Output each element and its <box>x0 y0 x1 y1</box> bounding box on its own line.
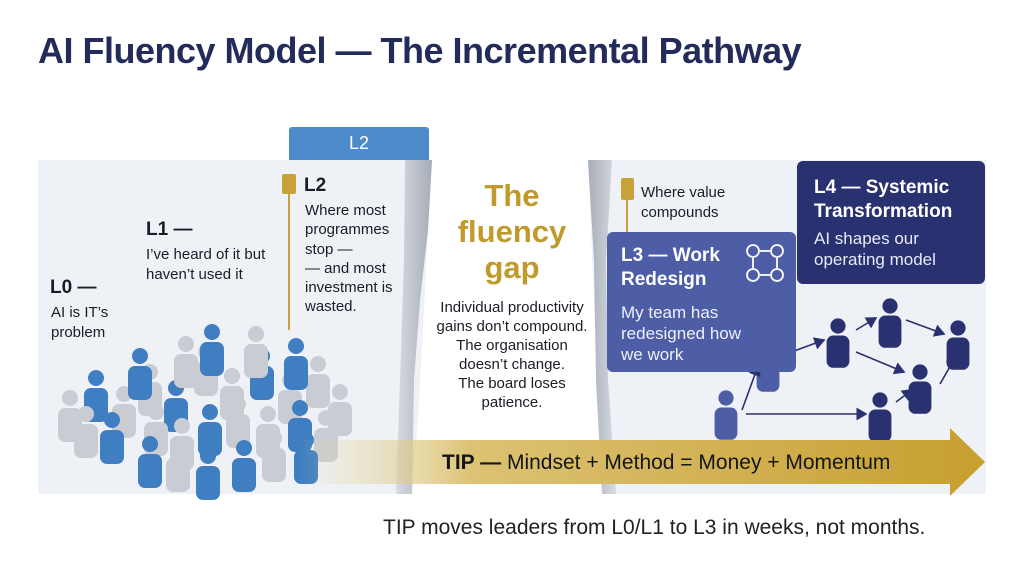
l2-text: Where most programmes stop — — and most … <box>305 201 393 317</box>
value-note-line: compounds <box>641 204 719 221</box>
tip-arrow <box>300 428 985 496</box>
l2-text-line: Where most <box>305 202 386 219</box>
l3-title: L3 — Work Redesign <box>621 244 741 292</box>
person-icon <box>226 396 250 448</box>
gap-text-line: gains don’t compound. <box>436 318 588 335</box>
l3-box: L3 — Work Redesign My team has redesigne… <box>607 232 796 372</box>
person-icon <box>306 356 330 408</box>
gap-text-line: doesn’t change. <box>459 356 565 373</box>
l1-text-line: I’ve heard of it but <box>146 246 266 263</box>
network-link <box>855 317 878 331</box>
l1-text-line: haven’t used it <box>146 266 243 283</box>
network-link <box>939 354 957 385</box>
person-icon <box>284 338 308 390</box>
person-icon <box>868 392 892 442</box>
person-icon <box>714 390 738 440</box>
l2-label: L2 <box>304 175 327 196</box>
tip-prefix: TIP — <box>442 451 502 474</box>
l3-text-line: redesigned how <box>621 324 742 343</box>
network-people <box>714 298 970 442</box>
person-icon <box>826 318 850 368</box>
person-icon <box>262 430 286 482</box>
person-icon <box>138 436 162 488</box>
person-icon <box>878 298 902 348</box>
people-crowd <box>58 324 352 500</box>
page-title: AI Fluency Model — The Incremental Pathw… <box>38 30 802 71</box>
value-marker-icon <box>621 178 634 200</box>
value-note-line: Where value <box>641 184 726 201</box>
network-link <box>905 319 946 337</box>
l4-text-line: AI shapes our <box>814 229 919 248</box>
l0-text: AI is IT’s problem <box>51 303 108 343</box>
gap-text-line: patience. <box>481 394 543 411</box>
person-icon <box>232 440 256 492</box>
gap-text-line: The board loses <box>458 375 566 392</box>
tip-formula: TIP — Mindset + Method = Money + Momentu… <box>442 451 890 475</box>
right-cliff <box>588 160 616 494</box>
l2-text-line: — and most <box>305 259 386 277</box>
l4-title: L4 — Systemic Transformation <box>814 176 984 224</box>
l4-title-line: L4 — Systemic <box>814 177 950 198</box>
l2-text-line: programmes <box>305 221 390 239</box>
fluency-gap-title: The fluency gap <box>432 178 592 286</box>
l3-text-line: My team has <box>621 303 719 322</box>
l0-text-line: problem <box>51 324 106 341</box>
fluency-gap-text: Individual productivity gains don’t comp… <box>418 298 606 412</box>
l0-label: L0 — <box>50 277 97 298</box>
person-icon <box>74 406 98 458</box>
left-cliff <box>396 160 432 494</box>
person-icon <box>196 448 220 500</box>
workflow-icon <box>746 244 784 282</box>
network-link <box>855 351 906 375</box>
person-icon <box>174 336 198 388</box>
l2-tab: L2 <box>289 127 429 160</box>
gap-text-line: Individual productivity <box>440 299 584 316</box>
l3-text-line: we work <box>621 345 684 364</box>
l4-box: L4 — Systemic Transformation AI shapes o… <box>797 161 985 284</box>
person-icon <box>908 364 932 414</box>
person-icon <box>198 404 222 456</box>
l1-text: I’ve heard of it but haven’t used it <box>146 245 265 285</box>
l1-label: L1 — <box>146 219 193 240</box>
l2-text-line: investment is <box>305 279 393 297</box>
l3-text: My team has redesigned how we work <box>621 302 791 365</box>
person-icon <box>244 326 268 378</box>
footer-note: TIP moves leaders from L0/L1 to L3 in we… <box>383 516 926 539</box>
l2-text-line: stop — <box>305 240 353 258</box>
l2-text-line: wasted. <box>305 298 357 316</box>
l3-title-line: Redesign <box>621 269 707 290</box>
network-link <box>895 389 914 403</box>
person-icon <box>166 440 190 492</box>
gap-text-line: The organisation <box>456 337 568 354</box>
l3-title-line: L3 — Work <box>621 245 720 266</box>
tip-formula-text: Mindset + Method = Money + Momentum <box>506 451 891 474</box>
gap-title-line: gap <box>484 250 540 285</box>
l0-text-line: AI is IT’s <box>51 304 109 321</box>
l2-marker-icon <box>282 174 296 194</box>
person-icon <box>200 324 224 376</box>
person-icon <box>328 384 352 436</box>
gap-title-line: fluency <box>457 214 567 249</box>
l4-text: AI shapes our operating model <box>814 228 979 270</box>
l4-text-line: operating model <box>814 250 936 269</box>
person-icon <box>128 348 152 400</box>
l4-title-line: Transformation <box>814 201 953 222</box>
value-compounds-note: Where value compounds <box>641 183 725 223</box>
person-icon <box>100 412 124 464</box>
network-link <box>741 364 761 411</box>
gap-title-line: The <box>484 178 540 213</box>
